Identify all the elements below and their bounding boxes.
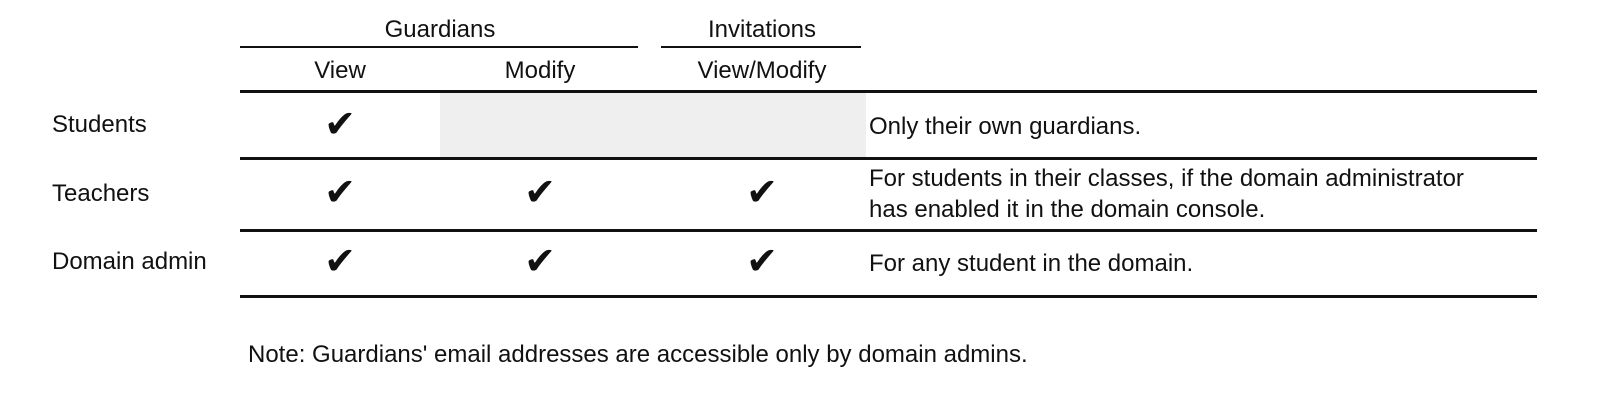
column-header-view-modify: View/Modify [697, 57, 827, 84]
table-rule-bottom [240, 295, 1537, 298]
table-rule-after-students [240, 157, 1537, 160]
checkmark-domain-admin-guardians-modify: ✔ [524, 239, 556, 283]
footnote-text: Note: Guardians' email addresses are acc… [248, 341, 1028, 368]
column-group-invitations-label: Invitations [707, 16, 817, 43]
column-header-view: View [314, 57, 366, 84]
description-students: Only their own guardians. [869, 113, 1142, 140]
checkmark-domain-admin-invitations: ✔ [746, 239, 778, 283]
row-label-teachers: Teachers [52, 180, 150, 207]
column-group-guardians-rule [240, 46, 638, 48]
row-label-domain-admin: Domain admin [52, 248, 207, 275]
table-rule-top [240, 90, 1537, 93]
column-group-guardians-label: Guardians [384, 16, 496, 43]
table-rule-after-teachers [240, 229, 1537, 232]
checkmark-teachers-guardians-modify: ✔ [524, 170, 556, 214]
column-group-invitations-rule [661, 46, 861, 48]
description-teachers: For students in their classes, if the do… [869, 165, 1464, 223]
checkmark-teachers-guardians-view: ✔ [324, 170, 356, 214]
description-domain-admin: For any student in the domain. [869, 250, 1194, 277]
checkmark-domain-admin-guardians-view: ✔ [324, 239, 356, 283]
row-label-students: Students [52, 111, 147, 138]
checkmark-teachers-invitations: ✔ [746, 170, 778, 214]
checkmark-students-guardians-view: ✔ [324, 102, 356, 146]
column-header-modify: Modify [504, 57, 576, 84]
disabled-cell-students-modify [440, 93, 866, 157]
